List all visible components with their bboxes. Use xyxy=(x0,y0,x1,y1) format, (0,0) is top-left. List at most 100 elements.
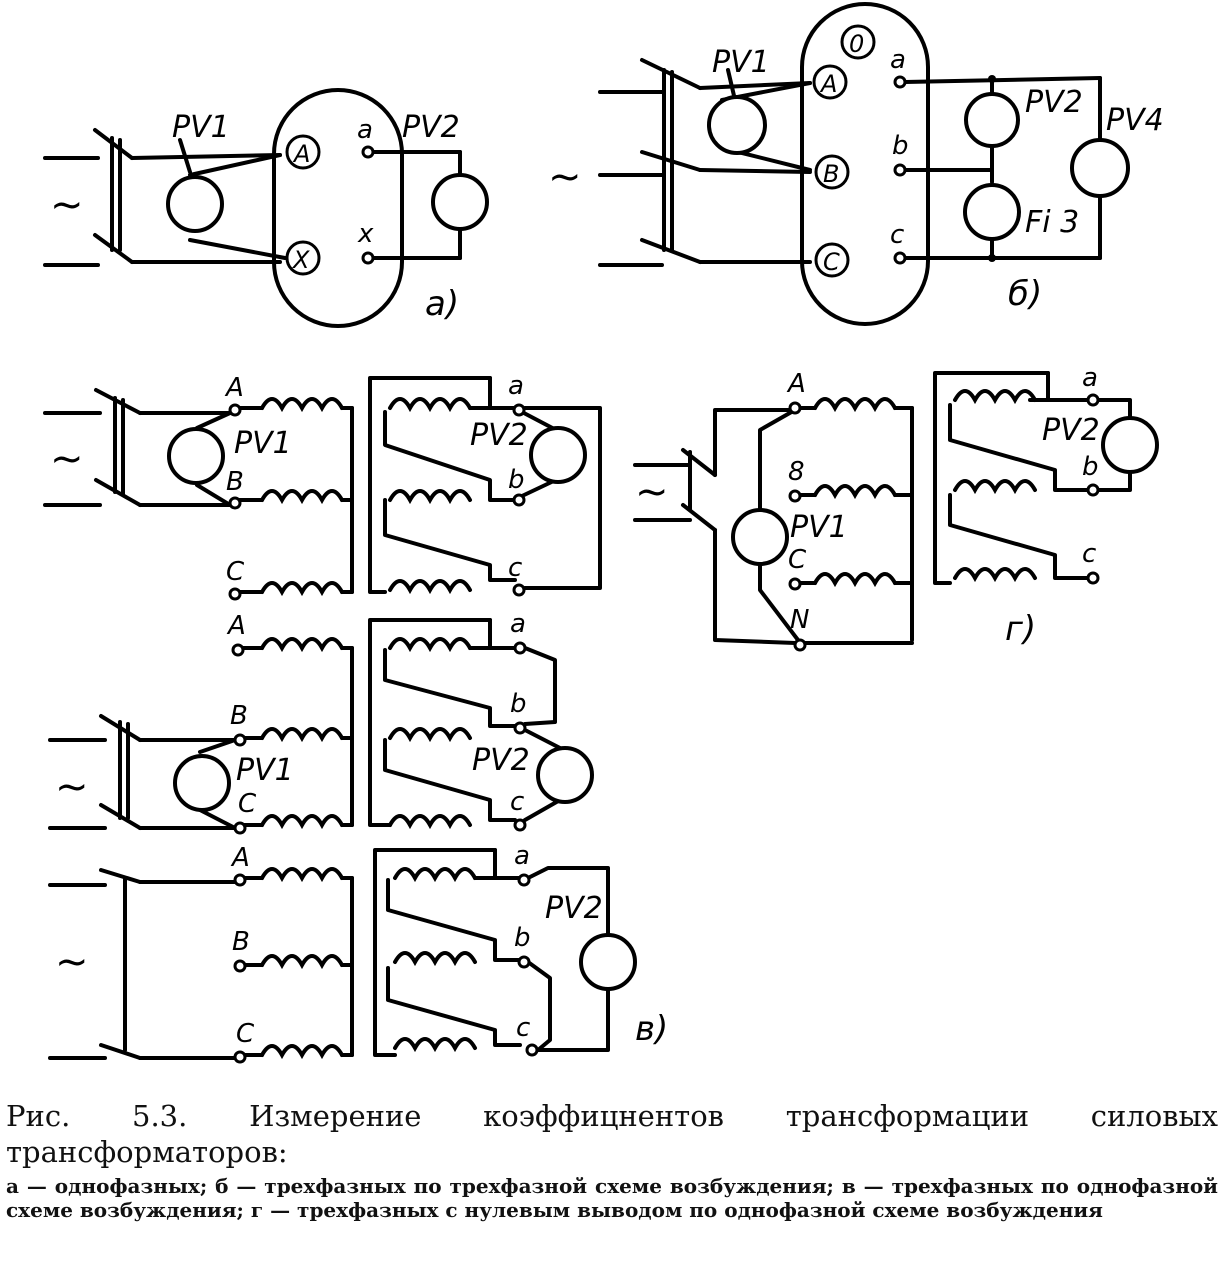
terminal-label-A: A xyxy=(292,140,310,168)
voltmeter-pv1 xyxy=(166,175,224,233)
junction-dot xyxy=(988,254,996,262)
terminal-c xyxy=(512,583,526,597)
source-symbol-v2: ~ xyxy=(55,764,89,810)
terminal-label-c: c xyxy=(516,1013,530,1043)
terminal-label-B: B xyxy=(823,160,839,188)
terminal-label-C: C xyxy=(823,248,840,276)
terminal-C-bushing xyxy=(814,242,850,278)
terminal-label-C: C xyxy=(788,545,807,575)
terminal-a xyxy=(893,75,907,89)
source-symbol-v3: ~ xyxy=(55,939,89,985)
panel-label-v: в) xyxy=(635,1009,668,1049)
terminal-a xyxy=(512,403,526,417)
junction-dot xyxy=(988,75,996,83)
voltmeter-pv2 xyxy=(529,426,587,484)
voltmeter-pv2 xyxy=(431,173,489,231)
terminal-label-a: a xyxy=(890,45,906,75)
panel-v-row-3: ~ A B C a b c PV2 в) xyxy=(48,841,668,1064)
terminal-c xyxy=(525,1043,539,1057)
meter-label-pv2-b: PV2 xyxy=(1025,85,1083,120)
terminal-a xyxy=(517,873,531,887)
terminal-b xyxy=(893,163,907,177)
terminal-label-b: b xyxy=(892,131,909,161)
panel-v-row-2: ~ A B C a b c PV1 PV2 xyxy=(48,609,594,835)
terminal-label-C: C xyxy=(236,1019,255,1049)
voltmeter-pv1 xyxy=(707,95,767,155)
terminal-label-A: A xyxy=(226,611,246,641)
terminal-label-C: C xyxy=(226,557,245,587)
terminal-b xyxy=(513,721,527,735)
terminal-0-bushing xyxy=(840,24,876,60)
terminal-a xyxy=(1086,393,1100,407)
meter-label-pv2: PV2 xyxy=(470,418,528,453)
caption-body: а — однофазных; б — трехфазных по трехфа… xyxy=(6,1174,1218,1222)
terminal-c xyxy=(513,818,527,832)
terminal-label-c: c xyxy=(508,553,522,583)
terminal-label-B: B xyxy=(226,467,244,497)
transformer-ratio-diagram: ~ PV1 PV2 A X a x а) xyxy=(43,2,1164,1064)
panel-label-a: а) xyxy=(425,284,459,324)
voltmeter-pv1 xyxy=(173,754,231,812)
panel-label-b: б) xyxy=(1008,274,1042,314)
terminal-B-bushing xyxy=(814,154,850,190)
terminal-A xyxy=(231,643,245,657)
terminal-c xyxy=(1086,571,1100,585)
terminal-b xyxy=(512,493,526,507)
meter-label-pv2: PV2 xyxy=(472,743,530,778)
voltmeter-pv1 xyxy=(167,427,225,485)
terminal-label-B: 8 xyxy=(788,457,805,487)
terminal-label-B: B xyxy=(230,701,248,731)
terminal-a xyxy=(513,641,527,655)
terminal-label-N: N xyxy=(790,605,809,635)
terminal-A xyxy=(233,873,247,887)
terminal-A-bushing xyxy=(812,64,848,100)
panel-g: ~ A 8 C N a b c PV1 PV2 г) xyxy=(633,363,1159,652)
terminal-label-b: b xyxy=(510,689,527,719)
terminal-label-b: b xyxy=(514,923,531,953)
terminal-label-a: a xyxy=(508,371,524,401)
voltmeter-pv2 xyxy=(579,933,637,991)
meter-label-pv1-b: PV1 xyxy=(712,45,770,80)
source-symbol-v1: ~ xyxy=(50,436,84,482)
voltmeter-pv2 xyxy=(964,92,1020,148)
meter-label-pv4-b: PV4 xyxy=(1106,103,1164,138)
voltmeter-pv2 xyxy=(536,746,594,804)
terminal-label-a: a xyxy=(1082,363,1098,393)
voltmeter-pv2 xyxy=(1101,416,1159,474)
terminal-label-a: a xyxy=(510,609,526,639)
terminal-label-c: c xyxy=(510,787,524,817)
terminal-C xyxy=(228,587,242,601)
terminal-x xyxy=(361,251,375,265)
meter-label-pv1-a: PV1 xyxy=(172,110,230,145)
terminal-label-c: c xyxy=(890,220,904,250)
terminal-A xyxy=(788,401,802,415)
terminal-label-a: a xyxy=(357,115,373,145)
terminal-C xyxy=(233,821,247,835)
source-symbol-g: ~ xyxy=(635,469,669,515)
voltmeter-pv3 xyxy=(963,183,1021,241)
voltmeter-pv4 xyxy=(1070,138,1130,198)
caption-title: Рис. 5.3. Измерение коэффицнентов трансф… xyxy=(6,1099,1218,1169)
meter-label-pv2-a: PV2 xyxy=(402,110,460,145)
meter-label-pv3-b: Fi 3 xyxy=(1025,205,1079,240)
terminal-b xyxy=(517,955,531,969)
panel-b: ~ 0 A B C a b c PV1 PV2 PV4 Fi 3 б) xyxy=(548,2,1164,326)
terminal-A-bushing xyxy=(285,134,321,170)
panel-v: ~ A B C a b c PV1 PV2 xyxy=(43,371,602,601)
terminal-label-b: b xyxy=(1082,452,1099,482)
terminal-label-C: C xyxy=(238,789,257,819)
meter-label-pv2: PV2 xyxy=(545,891,603,926)
meter-label-pv1: PV1 xyxy=(236,753,294,788)
terminal-B xyxy=(228,496,242,510)
terminal-A xyxy=(228,403,242,417)
terminal-label-0: 0 xyxy=(849,30,864,58)
voltmeter-pv1 xyxy=(731,508,789,566)
terminal-X-bushing xyxy=(285,240,321,276)
terminal-B xyxy=(233,733,247,747)
terminal-label-c: c xyxy=(1082,539,1096,569)
terminal-C xyxy=(788,577,802,591)
terminal-b xyxy=(1086,483,1100,497)
terminal-N xyxy=(793,638,807,652)
terminal-a xyxy=(361,145,375,159)
panel-label-g: г) xyxy=(1005,609,1036,649)
